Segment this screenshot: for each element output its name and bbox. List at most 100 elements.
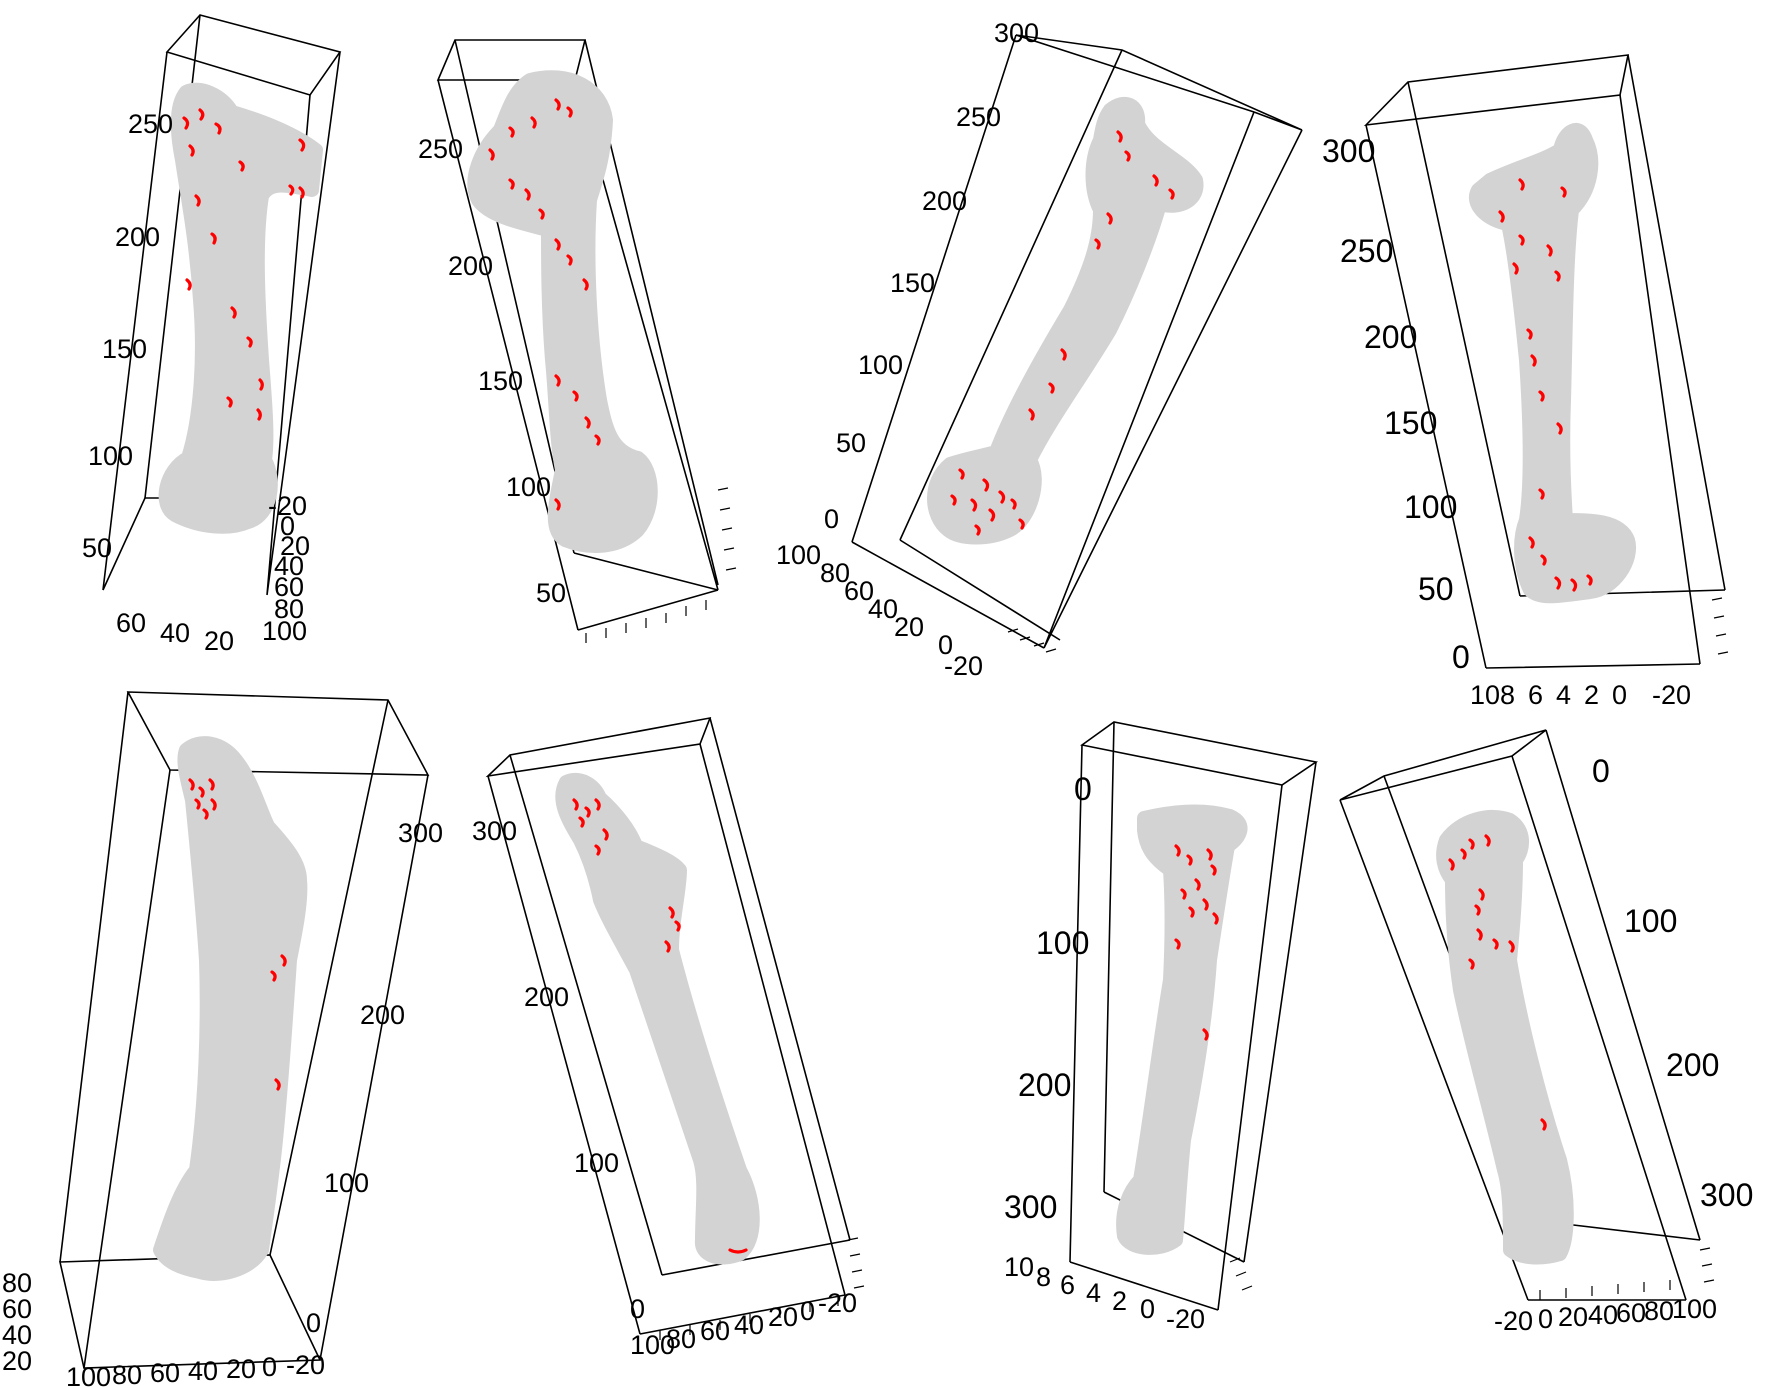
base-tick: 40 [160,618,190,648]
vertical-tick: 50 [836,428,866,458]
vertical-tick: 200 [922,186,967,216]
base-axis-labels: -20 0 20 40 60 80 100 [1494,1294,1717,1336]
vertical-tick: 0 [824,504,839,534]
femur-shape [153,736,308,1281]
depth-tick: 40 [868,594,898,624]
depth-tick: 60 [844,576,874,606]
depth-tick: 80 [820,558,850,588]
base-tick: 60 [116,608,146,638]
femur-shape [467,70,658,553]
base-tick: -20 [1494,1306,1533,1336]
base-tick: 2 [1112,1286,1127,1316]
base-tick: 80 [1644,1296,1674,1326]
vertical-tick: 0 [1592,753,1610,789]
axis-ticks [1539,1247,1715,1300]
depth-tick: 40 [274,551,304,581]
vertical-tick: 200 [524,982,569,1012]
vertical-tick: 150 [478,366,523,396]
side-axis-labels: 80 60 40 20 [2,1268,32,1376]
base-tick: 20 [768,1302,798,1332]
side-tick: 60 [2,1294,32,1324]
marker-group [1448,834,1547,1131]
panel-top-4: 300 250 200 150 100 50 0 10 8 6 4 2 0 -2… [1322,54,1729,710]
vertical-tick: 50 [82,533,112,563]
marker-group [488,98,601,511]
vertical-tick: 200 [1666,1047,1719,1083]
vertical-tick: 150 [890,268,935,298]
base-axis-labels: 10 8 6 4 2 0 -20 [1004,1252,1205,1334]
vertical-tick: 250 [418,134,463,164]
base-tick: 100 [1672,1294,1717,1324]
base-tick: 0 [262,1352,277,1382]
vertical-tick: 100 [858,350,903,380]
panel-bottom-3: 0 100 200 300 10 8 6 4 2 0 -20 [1004,721,1319,1334]
vertical-tick: 300 [1004,1189,1057,1225]
vertical-tick: 300 [994,18,1039,48]
base-tick: 60 [1616,1298,1646,1328]
vertical-tick: 300 [1700,1177,1753,1213]
vertical-axis-labels: 300 200 100 0 [306,818,443,1338]
vertical-axis-labels: 0 100 200 300 [1004,771,1092,1225]
base-tick: 8 [1036,1262,1051,1292]
marker-group [188,778,287,1091]
base-tick: -20 [286,1350,325,1380]
vertical-tick: 300 [1322,133,1375,169]
depth-tick: 80 [274,594,304,624]
base-tick: 20 [204,626,234,656]
depth-tick: 0 [938,630,953,660]
vertical-axis-labels: 300 250 200 150 100 50 0 [824,18,1039,534]
marker-group [572,798,748,1254]
femur-shape [555,773,760,1265]
base-axis-labels: 100 80 60 40 20 0 -20 [630,1288,857,1360]
vertical-tick: 100 [506,472,551,502]
base-tick: 100 [66,1362,111,1388]
vertical-tick: 200 [115,222,160,252]
panel-bottom-4: 0 100 200 300 -20 0 20 40 60 80 100 [1339,729,1753,1336]
vertical-tick: 100 [324,1168,369,1198]
marker-group [950,130,1175,536]
marker-group [182,108,306,421]
depth-axis-labels: 100 80 60 40 20 0 -20 [776,540,983,681]
vertical-axis-labels: 250 200 150 100 50 [82,109,173,563]
vertical-tick: 300 [472,816,517,846]
base-tick: 0 [800,1296,815,1326]
axis-ticks [585,487,737,643]
vertical-tick: 0 [1074,771,1092,807]
axis-ticks [1229,1257,1253,1291]
vertical-axis-labels: 250 200 150 100 50 [418,134,566,608]
femur-shape [1116,804,1248,1255]
vertical-tick: 0 [1452,639,1470,675]
panel-top-1: 250 200 150 100 50 -20 0 20 40 60 80 100… [82,14,342,656]
base-tick: 0 [1140,1294,1155,1324]
base-tick: 4 [1086,1278,1101,1308]
femur-shape [158,82,323,534]
femur-shape [1469,123,1637,604]
bounding-box [851,34,1303,649]
depth-tick: 0 [280,511,295,541]
base-tick: -20 [1652,680,1691,710]
vertical-tick: 100 [1404,489,1457,525]
vertical-tick: 100 [88,441,133,471]
base-tick: 6 [1528,680,1543,710]
base-tick: 4 [1556,680,1571,710]
depth-tick: -20 [268,491,307,521]
vertical-tick: 200 [448,251,493,281]
depth-tick: 60 [274,572,304,602]
base-tick: -20 [818,1288,857,1318]
vertical-tick: 250 [956,102,1001,132]
side-tick: 40 [2,1320,32,1350]
marker-group [1174,844,1219,1041]
base-tick: 6 [1060,1270,1075,1300]
bounding-box [485,716,851,1335]
base-tick: 0 [1538,1304,1553,1334]
base-tick: 40 [188,1356,218,1386]
base-axis-labels: 10 8 6 4 2 0 -20 [1470,680,1691,710]
axis-ticks [1007,628,1057,653]
axis-ticks [1711,597,1729,655]
depth-axis-labels: -20 0 20 40 60 80 100 [262,491,310,646]
base-tick: 80 [112,1360,142,1388]
vertical-tick: 200 [1364,319,1417,355]
base-tick: 20 [1558,1302,1588,1332]
base-tick: 2 [1584,680,1599,710]
vertical-tick: 200 [360,1000,405,1030]
